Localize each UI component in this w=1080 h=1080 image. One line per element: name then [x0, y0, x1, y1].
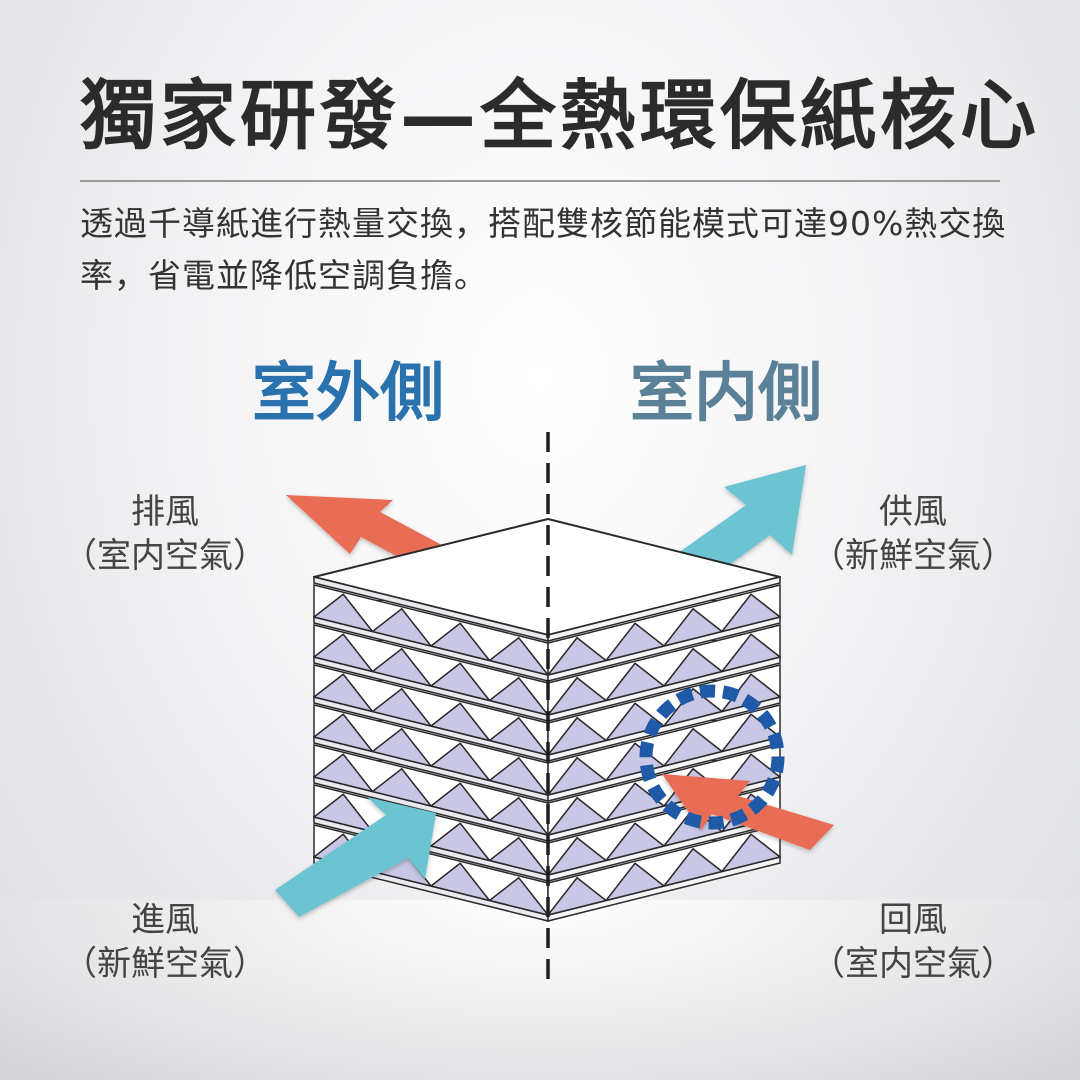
corrugated-fin [371, 688, 432, 727]
corrugated-fin [547, 757, 607, 796]
corrugated-fin [721, 833, 781, 873]
corrugated-fin [605, 862, 665, 902]
description-text: 透過千導紙進行熱量交換，搭配雙核節能模式可達90%熱交換率，省電並降低空調負擔。 [80, 204, 1007, 295]
return-label: 回風 （室内空氣） [798, 898, 1028, 986]
return-arrow-icon [662, 774, 834, 850]
corrugated-fin [313, 753, 374, 793]
title-divider [80, 180, 1000, 182]
corrugated-fin [371, 768, 432, 807]
corrugated-fin [663, 648, 723, 687]
corrugated-fin [313, 593, 374, 633]
corrugated-fin [430, 782, 491, 822]
paper-sheet-edge [547, 576, 781, 642]
corrugated-fin [605, 622, 665, 662]
corrugated-fin [547, 677, 607, 716]
corrugated-fin [547, 877, 607, 916]
indoor-side-heading: 室内側 [630, 357, 822, 431]
corrugated-fin [430, 742, 491, 782]
exhaust-label-name: 排風 [131, 492, 199, 532]
corrugated-fin [721, 593, 781, 633]
corrugated-fin [430, 622, 491, 662]
corrugated-fin [371, 648, 432, 687]
corrugated-fin [663, 688, 723, 727]
corrugated-fin [488, 717, 549, 756]
corrugated-fin [313, 713, 374, 753]
supply-label: 供風 （新鮮空氣） [798, 490, 1028, 578]
return-label-name: 回風 [879, 900, 947, 940]
corrugated-fin [488, 797, 549, 836]
corrugated-fin [547, 637, 607, 676]
intake-label-name: 進風 [131, 900, 199, 940]
corrugated-fin [430, 702, 491, 742]
supply-label-sub: （新鮮空氣） [811, 536, 1015, 576]
corrugated-fin [430, 862, 491, 902]
corrugated-fin [605, 702, 665, 742]
corrugated-fin [547, 837, 607, 876]
corrugated-fin [371, 728, 432, 767]
corrugated-fin [605, 822, 665, 862]
page-title: 獨家研發—全熱環保紙核心 [80, 71, 1040, 160]
corrugated-fin [430, 662, 491, 702]
floor-background [0, 900, 1080, 1080]
corrugated-fin [721, 633, 781, 673]
corrugated-fin [488, 877, 549, 916]
corrugated-fin [547, 797, 607, 836]
exhaust-label: 排風 （室内空氣） [50, 490, 280, 578]
corrugated-fin [371, 608, 432, 647]
supply-label-name: 供風 [879, 492, 947, 532]
exhaust-label-sub: （室内空氣） [63, 536, 267, 576]
corrugated-fin [488, 837, 549, 876]
corrugated-fin [488, 757, 549, 796]
corrugated-fin [488, 677, 549, 716]
outdoor-side-heading: 室外側 [252, 357, 444, 431]
heat-exchange-highlight-icon [639, 684, 785, 830]
corrugated-fin [663, 608, 723, 647]
corrugated-fin [313, 673, 374, 713]
corrugated-fin [605, 782, 665, 822]
corrugated-fin [313, 793, 374, 833]
corrugated-fin [605, 662, 665, 702]
corrugated-fin [663, 728, 723, 767]
corrugated-fin [488, 637, 549, 676]
intake-label-sub: （新鮮空氣） [63, 944, 267, 984]
return-label-sub: （室内空氣） [811, 944, 1015, 984]
corrugated-fin [313, 633, 374, 673]
corrugated-fin [663, 848, 723, 887]
corrugated-fin [547, 717, 607, 756]
intake-arrow-icon [275, 797, 436, 917]
corrugated-fin [430, 822, 491, 862]
intake-label: 進風 （新鮮空氣） [50, 898, 280, 986]
